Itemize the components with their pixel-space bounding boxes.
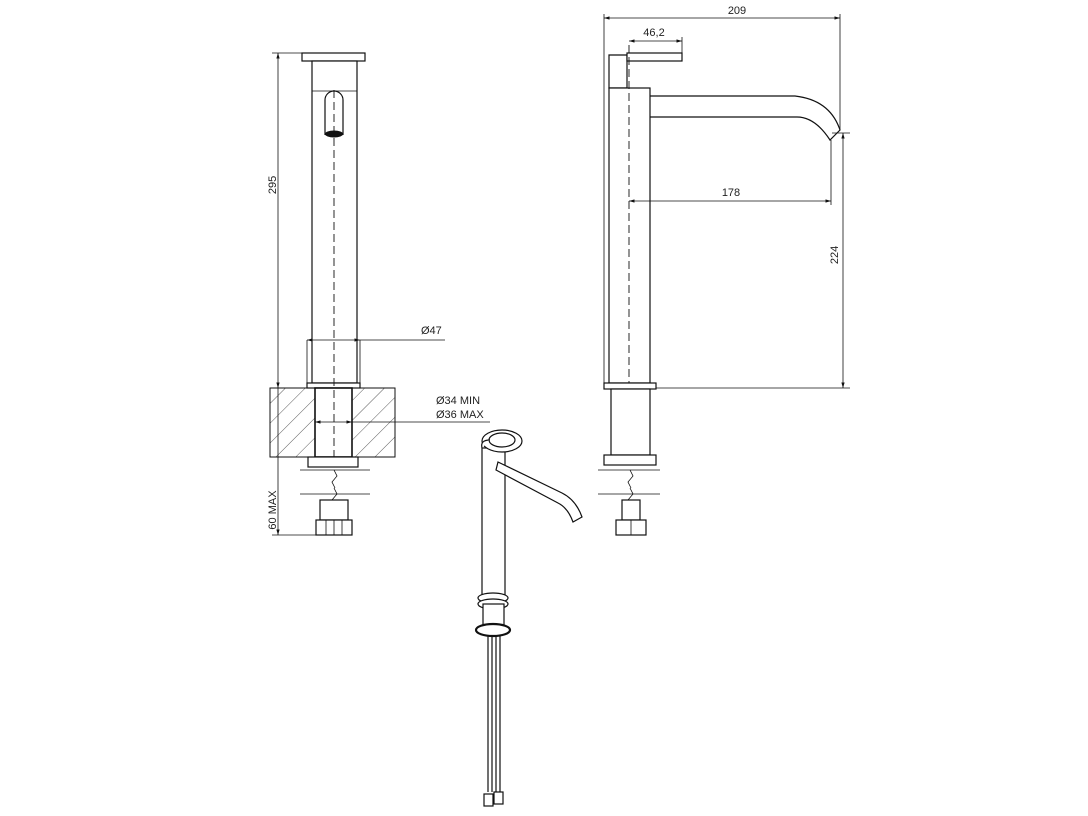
- hose-nut: [483, 793, 494, 807]
- mounting-hole: [314, 387, 353, 458]
- fixing-nut: [307, 456, 359, 468]
- spout: [495, 461, 583, 523]
- max-thickness-label: 60 MAX: [267, 490, 279, 530]
- diameter-47-label: Ø47: [421, 325, 442, 337]
- handle-cap: [301, 52, 366, 62]
- faucet-body: [311, 60, 358, 384]
- spout: [650, 95, 841, 141]
- base-ring: [603, 382, 657, 390]
- reach-178-label: 178: [722, 187, 740, 199]
- width-209-label: 209: [728, 5, 746, 17]
- connector: [621, 499, 641, 521]
- hose-nut: [493, 791, 504, 805]
- faucet-body: [608, 87, 651, 384]
- perspective-view: [474, 429, 583, 807]
- fixing-nut: [603, 454, 657, 466]
- handle-lever: [608, 54, 628, 89]
- hole-max-label: Ø36 MAX: [436, 409, 484, 421]
- front-view: 295 60 MAX Ø47 Ø34 MIN Ø36 MAX: [267, 52, 490, 536]
- handle-cap: [626, 52, 683, 62]
- side-view: 209 46,2 178 224: [598, 5, 850, 536]
- handle-width-label: 46,2: [643, 27, 664, 39]
- connector: [319, 499, 349, 521]
- height-224-label: 224: [829, 246, 841, 264]
- height-295-label: 295: [267, 176, 279, 194]
- hole-min-label: Ø34 MIN: [436, 395, 480, 407]
